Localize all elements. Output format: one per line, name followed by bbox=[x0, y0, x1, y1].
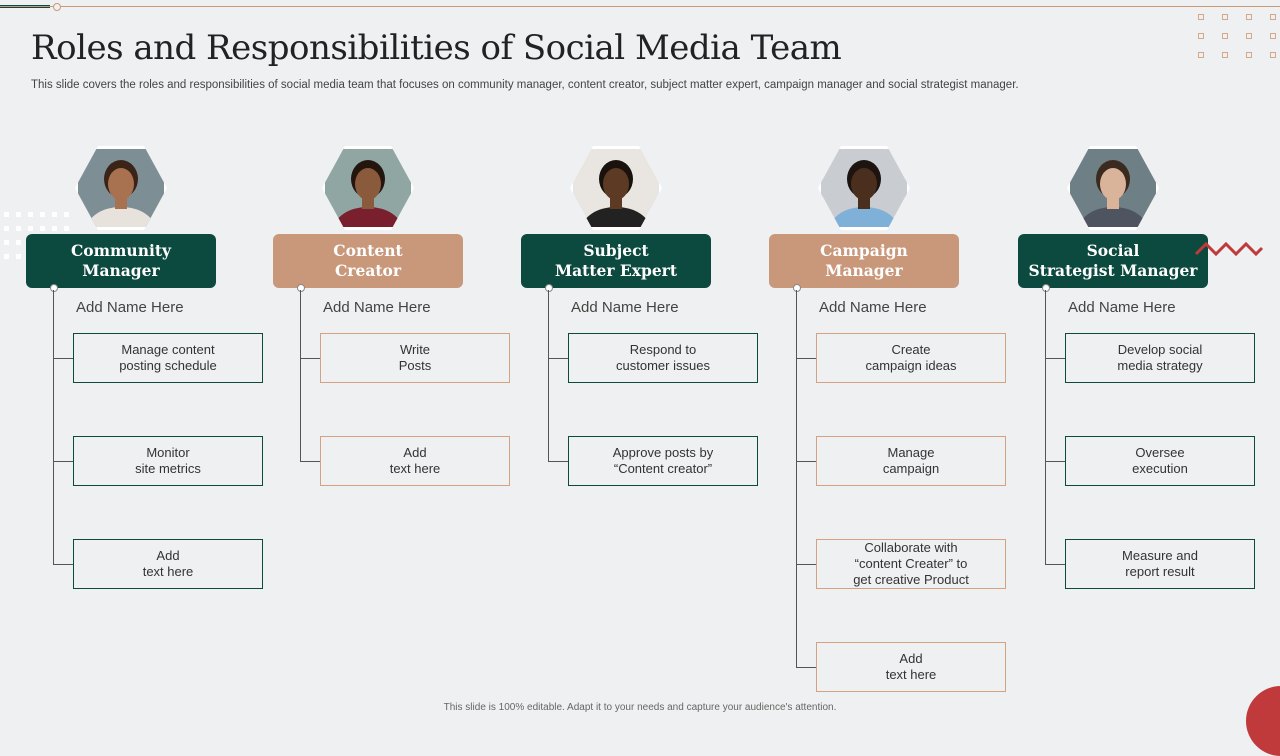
connector-branch bbox=[1045, 358, 1065, 359]
grid-square bbox=[1198, 33, 1204, 39]
member-name: Add Name Here bbox=[1068, 299, 1176, 316]
connector-branch bbox=[53, 358, 73, 359]
role-title: Content Creator bbox=[273, 234, 463, 288]
grid-square bbox=[1198, 52, 1204, 58]
connector-branch bbox=[1045, 564, 1065, 565]
connector-dot bbox=[297, 284, 305, 292]
team-member-photo bbox=[818, 146, 910, 230]
grid-dot bbox=[16, 240, 21, 245]
grid-dot bbox=[4, 212, 9, 217]
grid-square bbox=[1246, 33, 1252, 39]
connector-dot bbox=[1042, 284, 1050, 292]
grid-square bbox=[1270, 33, 1276, 39]
connector-line bbox=[548, 290, 549, 461]
connector-branch bbox=[53, 461, 73, 462]
grid-square bbox=[1246, 52, 1252, 58]
team-member-photo bbox=[322, 146, 414, 230]
connector-branch bbox=[300, 358, 320, 359]
grid-dot bbox=[64, 212, 69, 217]
connector-dot bbox=[545, 284, 553, 292]
connector-dot bbox=[50, 284, 58, 292]
connector-line bbox=[300, 290, 301, 461]
connector-line bbox=[53, 290, 54, 564]
team-member-photo bbox=[75, 146, 167, 230]
connector-branch bbox=[548, 461, 568, 462]
slide-subtitle: This slide covers the roles and responsi… bbox=[31, 79, 1019, 91]
top-divider-dot bbox=[53, 3, 61, 11]
grid-dot bbox=[40, 226, 45, 231]
slide-title: Roles and Responsibilities of Social Med… bbox=[31, 28, 842, 68]
responsibility-box: Manage campaign bbox=[816, 436, 1006, 486]
grid-dot bbox=[52, 226, 57, 231]
responsibility-box: Approve posts by “Content creator” bbox=[568, 436, 758, 486]
member-name: Add Name Here bbox=[323, 299, 431, 316]
slide-footer: This slide is 100% editable. Adapt it to… bbox=[443, 702, 837, 713]
grid-square bbox=[1270, 52, 1276, 58]
role-title: Campaign Manager bbox=[769, 234, 959, 288]
responsibility-box: Oversee execution bbox=[1065, 436, 1255, 486]
connector-branch bbox=[796, 358, 816, 359]
grid-dot bbox=[28, 226, 33, 231]
responsibility-box: Monitor site metrics bbox=[73, 436, 263, 486]
grid-dot bbox=[16, 254, 21, 259]
member-name: Add Name Here bbox=[819, 299, 927, 316]
responsibility-box: Add text here bbox=[73, 539, 263, 589]
connector-dot bbox=[793, 284, 801, 292]
grid-dot bbox=[4, 240, 9, 245]
responsibility-box: Add text here bbox=[320, 436, 510, 486]
connector-branch bbox=[796, 461, 816, 462]
grid-dot bbox=[16, 226, 21, 231]
connector-branch bbox=[1045, 461, 1065, 462]
member-name: Add Name Here bbox=[76, 299, 184, 316]
connector-branch bbox=[796, 564, 816, 565]
member-name: Add Name Here bbox=[571, 299, 679, 316]
grid-square bbox=[1222, 33, 1228, 39]
top-divider-line bbox=[0, 6, 1280, 7]
connector-line bbox=[796, 290, 797, 667]
responsibility-box: Respond to customer issues bbox=[568, 333, 758, 383]
grid-dot bbox=[28, 212, 33, 217]
team-member-photo bbox=[570, 146, 662, 230]
grid-square bbox=[1198, 14, 1204, 20]
grid-square bbox=[1270, 14, 1276, 20]
zigzag-decoration bbox=[1194, 241, 1264, 257]
team-member-photo bbox=[1067, 146, 1159, 230]
connector-branch bbox=[548, 358, 568, 359]
grid-dot bbox=[40, 212, 45, 217]
connector-branch bbox=[796, 667, 816, 668]
grid-dot bbox=[16, 212, 21, 217]
role-title: Social Strategist Manager bbox=[1018, 234, 1208, 288]
responsibility-box: Add text here bbox=[816, 642, 1006, 692]
grid-square bbox=[1246, 14, 1252, 20]
grid-square bbox=[1222, 14, 1228, 20]
responsibility-box: Measure and report result bbox=[1065, 539, 1255, 589]
connector-line bbox=[1045, 290, 1046, 564]
connector-branch bbox=[53, 564, 73, 565]
grid-dot bbox=[4, 254, 9, 259]
grid-dot bbox=[4, 226, 9, 231]
decorative-square-grid bbox=[1198, 14, 1278, 64]
responsibility-box: Create campaign ideas bbox=[816, 333, 1006, 383]
responsibility-box: Write Posts bbox=[320, 333, 510, 383]
grid-dot bbox=[52, 212, 57, 217]
grid-square bbox=[1222, 52, 1228, 58]
role-title: Community Manager bbox=[26, 234, 216, 288]
responsibility-box: Collaborate with “content Creater” to ge… bbox=[816, 539, 1006, 589]
responsibility-box: Manage content posting schedule bbox=[73, 333, 263, 383]
grid-dot bbox=[64, 226, 69, 231]
connector-branch bbox=[300, 461, 320, 462]
role-title: Subject Matter Expert bbox=[521, 234, 711, 288]
responsibility-box: Develop social media strategy bbox=[1065, 333, 1255, 383]
